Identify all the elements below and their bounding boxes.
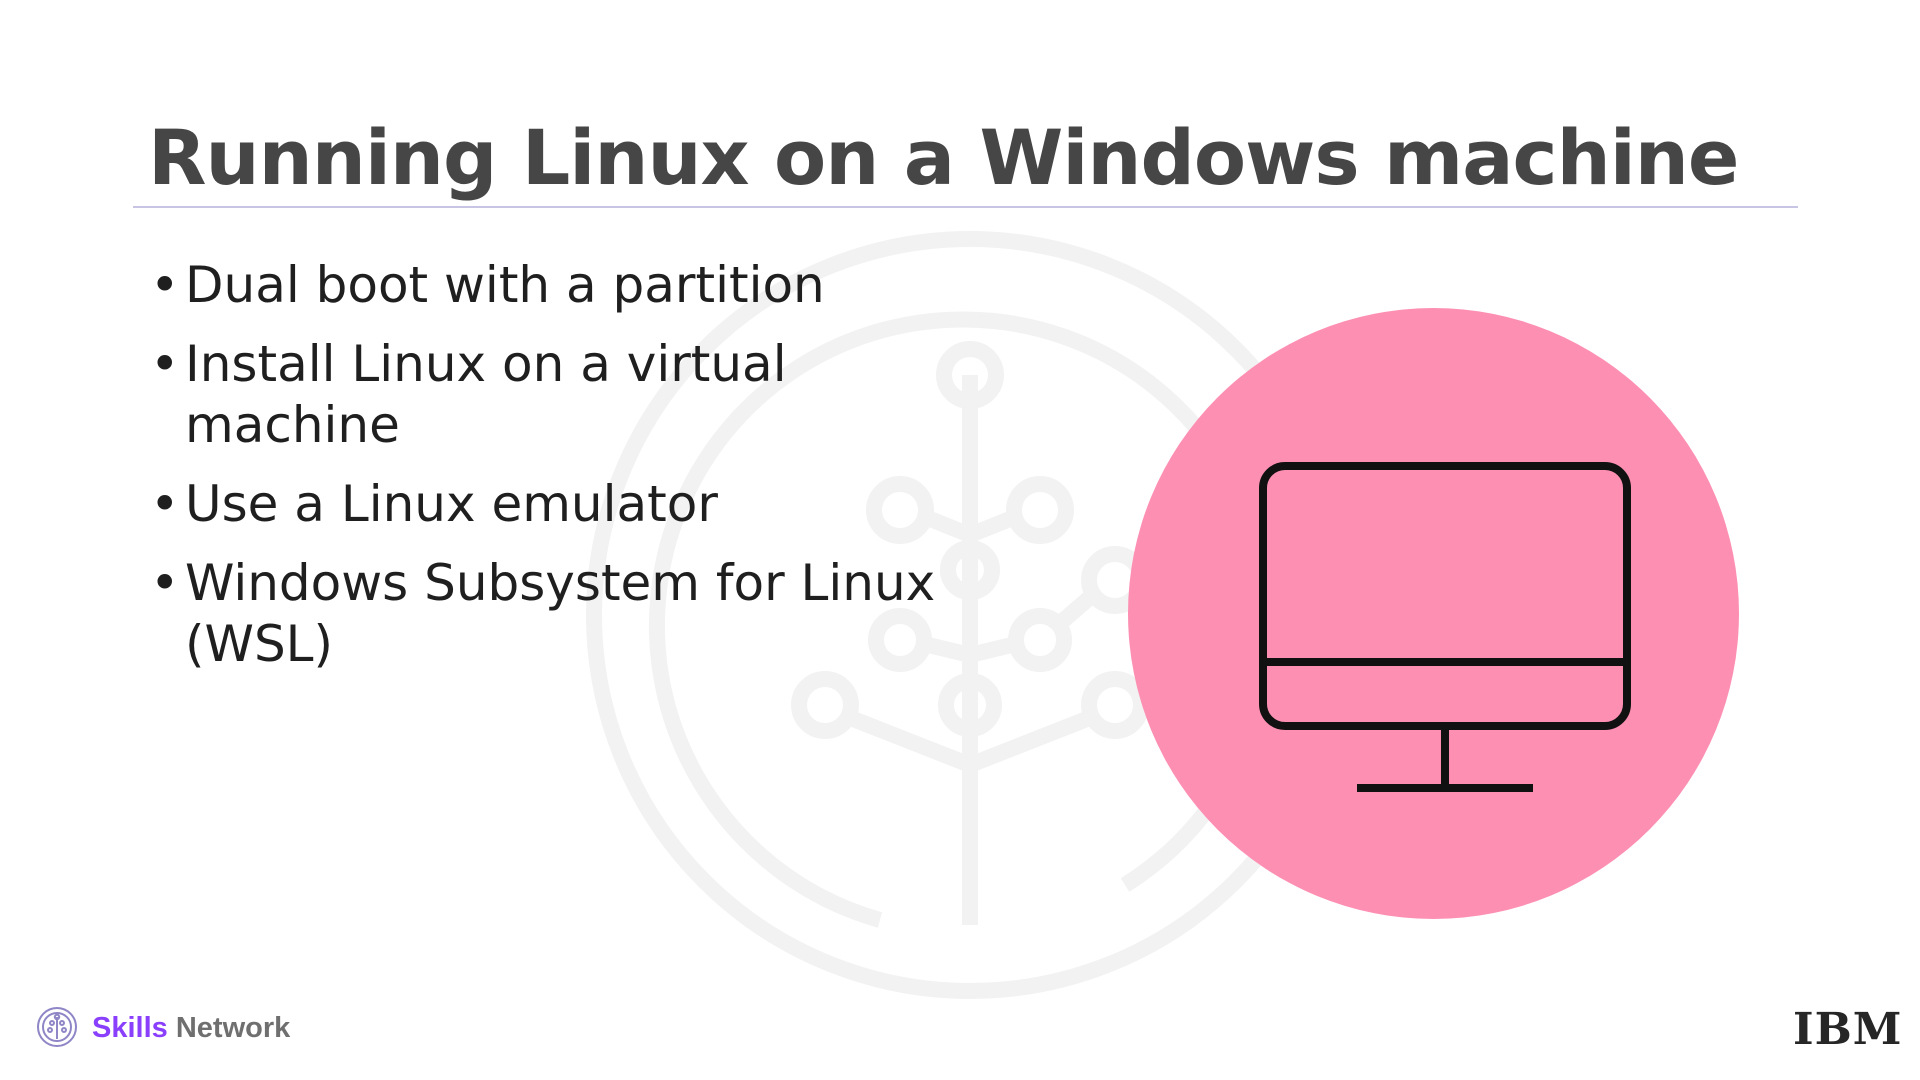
bullet-marker: • bbox=[150, 256, 180, 314]
bullet-marker: • bbox=[150, 554, 180, 612]
bullet-marker: • bbox=[150, 335, 180, 393]
bullet-item: • Windows Subsystem for Linux (WSL) bbox=[148, 553, 968, 675]
bullet-list: • Dual boot with a partition • Install L… bbox=[148, 255, 968, 693]
brand-skills-text: Skills bbox=[92, 1012, 168, 1044]
brand-network-text: Network bbox=[175, 1012, 291, 1044]
bullet-item: • Use a Linux emulator bbox=[148, 474, 968, 535]
bullet-item: • Dual boot with a partition bbox=[148, 255, 968, 316]
illustration-circle bbox=[1128, 308, 1739, 919]
skills-network-brand: Skills Network bbox=[92, 1010, 290, 1046]
skills-network-tree-icon bbox=[37, 1007, 77, 1047]
bullet-marker: • bbox=[150, 475, 180, 533]
bullet-text: Windows Subsystem for Linux (WSL) bbox=[185, 554, 936, 673]
bullet-item: • Install Linux on a virtual machine bbox=[148, 334, 968, 456]
bullet-text: Use a Linux emulator bbox=[185, 475, 718, 533]
bullet-text: Dual boot with a partition bbox=[185, 256, 825, 314]
title-divider bbox=[133, 206, 1798, 208]
desktop-monitor-icon bbox=[1259, 462, 1631, 792]
slide-title: Running Linux on a Windows machine bbox=[148, 113, 1739, 202]
ibm-logo: IBM bbox=[1793, 1004, 1903, 1055]
bullet-text: Install Linux on a virtual machine bbox=[185, 335, 787, 454]
